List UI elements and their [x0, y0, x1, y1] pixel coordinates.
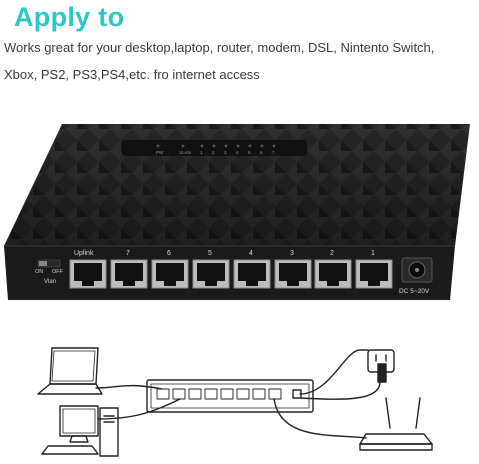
switch-device-photo: PW VLAN 1 2 3 4 5 6 7 ON OFF Vlan Uplink: [0, 96, 479, 316]
port-label-uplink: Uplink: [74, 250, 94, 257]
led-label: 5: [248, 150, 251, 155]
led-label: PW: [156, 150, 164, 155]
headline: Apply to: [14, 2, 125, 32]
led-label: 4: [236, 150, 239, 155]
port-label-4: 4: [249, 250, 253, 257]
network-cables: [95, 349, 381, 439]
ethernet-ports: [69, 259, 393, 289]
network-diagram: [0, 322, 479, 464]
led-labels: PW VLAN 1 2 3 4 5 6 7: [156, 150, 275, 155]
toggle-off-label: OFF: [52, 269, 64, 275]
port-label-2: 2: [330, 250, 334, 257]
port-label-1: 1: [371, 250, 375, 257]
toggle-on-label: ON: [35, 269, 43, 275]
led-label: 6: [260, 150, 263, 155]
led-label: 7: [272, 150, 275, 155]
led-strip: [122, 140, 307, 156]
desktop-computer-icon: [41, 405, 119, 457]
power-label: DC 5~20V: [399, 288, 430, 295]
led-label: 3: [224, 150, 227, 155]
description-line-2: Xbox, PS2, PS3,PS4,etc. fro internet acc…: [4, 67, 260, 82]
port-label-5: 5: [208, 250, 212, 257]
led-label: 1: [200, 150, 203, 155]
port-label-3: 3: [290, 250, 294, 257]
toggle-caption: Vlan: [44, 279, 56, 285]
led-label: 2: [212, 150, 215, 155]
led-label: VLAN: [179, 150, 191, 155]
router-icon: [359, 397, 433, 451]
power-adapter-icon: [367, 349, 395, 383]
switch-diagram-icon: [146, 379, 314, 413]
laptop-icon: [37, 347, 103, 395]
port-label-7: 7: [126, 250, 130, 257]
port-label-6: 6: [167, 250, 171, 257]
description-line-1: Works great for your desktop,laptop, rou…: [4, 40, 435, 55]
